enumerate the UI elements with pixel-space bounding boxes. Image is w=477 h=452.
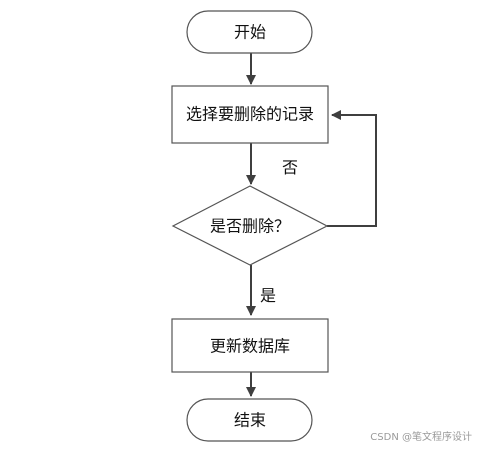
edge-label-no: 否 bbox=[282, 158, 298, 177]
csdn-watermark: CSDN @笔文程序设计 bbox=[370, 430, 472, 443]
start-node-label: 开始 bbox=[234, 23, 266, 42]
start-node-shape bbox=[186, 10, 313, 54]
end-node-label: 结束 bbox=[234, 411, 266, 430]
end-node-shape bbox=[186, 398, 313, 442]
select-record-node: 选择要删除的记录 bbox=[171, 85, 329, 144]
edge-label-yes: 是 bbox=[260, 286, 276, 305]
delete-decision-node: 是否删除？ bbox=[171, 185, 329, 266]
start-node: 开始 bbox=[186, 10, 313, 54]
update-database-node-shape bbox=[171, 318, 329, 373]
update-database-node: 更新数据库 bbox=[171, 318, 329, 373]
edge-decision-no-loop bbox=[327, 110, 377, 227]
end-node: 结束 bbox=[186, 398, 313, 442]
delete-decision-node-shape bbox=[171, 185, 329, 266]
delete-decision-node-label: 是否删除？ bbox=[210, 217, 290, 236]
update-database-node-label: 更新数据库 bbox=[210, 337, 290, 356]
select-record-node-shape bbox=[171, 85, 329, 144]
select-record-node-label: 选择要删除的记录 bbox=[186, 105, 314, 124]
